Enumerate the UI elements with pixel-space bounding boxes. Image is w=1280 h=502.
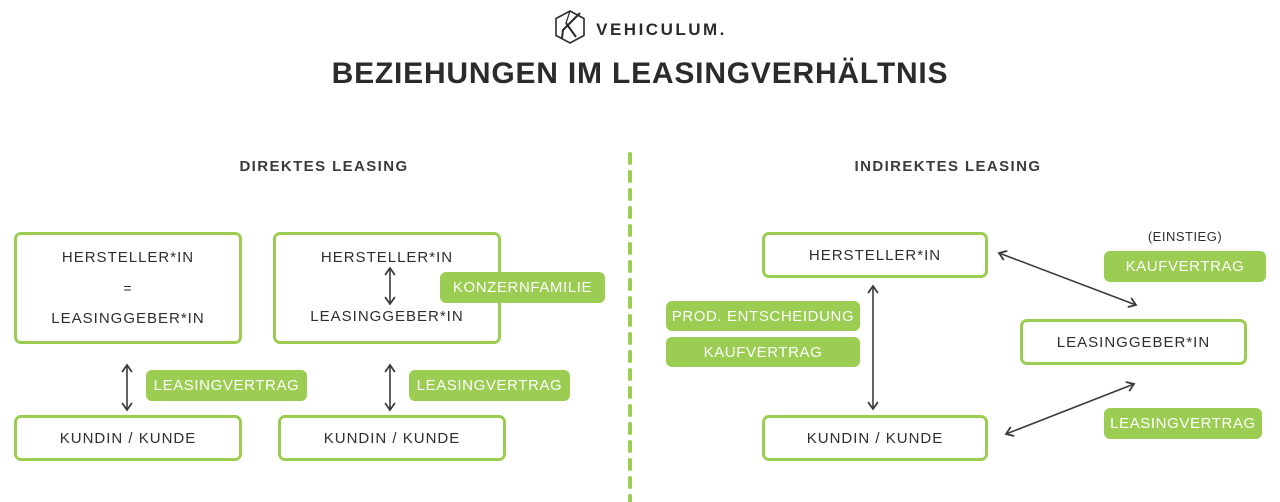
box-kunde-indirect: KUNDIN / KUNDE	[762, 415, 988, 461]
box-leasinggeber-indirect: LEASINGGEBER*IN	[1020, 319, 1247, 365]
page-title: BEZIEHUNGEN IM LEASINGVERHÄLTNIS	[331, 57, 949, 90]
box-kunde-direct-1: KUNDIN / KUNDE	[14, 415, 242, 461]
section-header-direct-leasing: DIREKTES LEASING	[239, 158, 409, 175]
pill-konzernfamilie: KONZERNFAMILIE	[440, 272, 605, 303]
pill-kaufvertrag-indirect: KAUFVERTRAG	[666, 337, 860, 367]
section-header-indirect-leasing: INDIREKTES LEASING	[854, 158, 1042, 175]
box-kunde-direct-2: KUNDIN / KUNDE	[278, 415, 506, 461]
pill-leasingvertrag-indirect: LEASINGVERTRAG	[1104, 408, 1262, 439]
box-line-leasinggeber: LEASINGGEBER*IN	[310, 308, 464, 325]
pill-kaufvertrag-einstieg: KAUFVERTRAG	[1104, 251, 1266, 282]
box-hersteller-indirect: HERSTELLER*IN	[762, 232, 988, 278]
box-line-leasinggeber: LEASINGGEBER*IN	[51, 310, 205, 327]
vehiculum-hexagon-logo-icon	[553, 9, 587, 50]
pill-leasingvertrag-direct-1: LEASINGVERTRAG	[146, 370, 307, 401]
einstieg-note: (EINSTIEG)	[1147, 229, 1223, 244]
brand-logo-text: VEHICULUM.	[596, 19, 727, 39]
box-hersteller-equals-leasinggeber: HERSTELLER*IN = LEASINGGEBER*IN	[14, 232, 242, 344]
box-line-hersteller: HERSTELLER*IN	[320, 249, 454, 266]
equals-sign: =	[123, 280, 133, 296]
pill-leasingvertrag-direct-2: LEASINGVERTRAG	[409, 370, 570, 401]
brand-logo: VEHICULUM.	[0, 9, 1280, 50]
box-line-hersteller: HERSTELLER*IN	[61, 249, 195, 266]
pill-prod-entscheidung: PROD. ENTSCHEIDUNG	[666, 301, 860, 331]
